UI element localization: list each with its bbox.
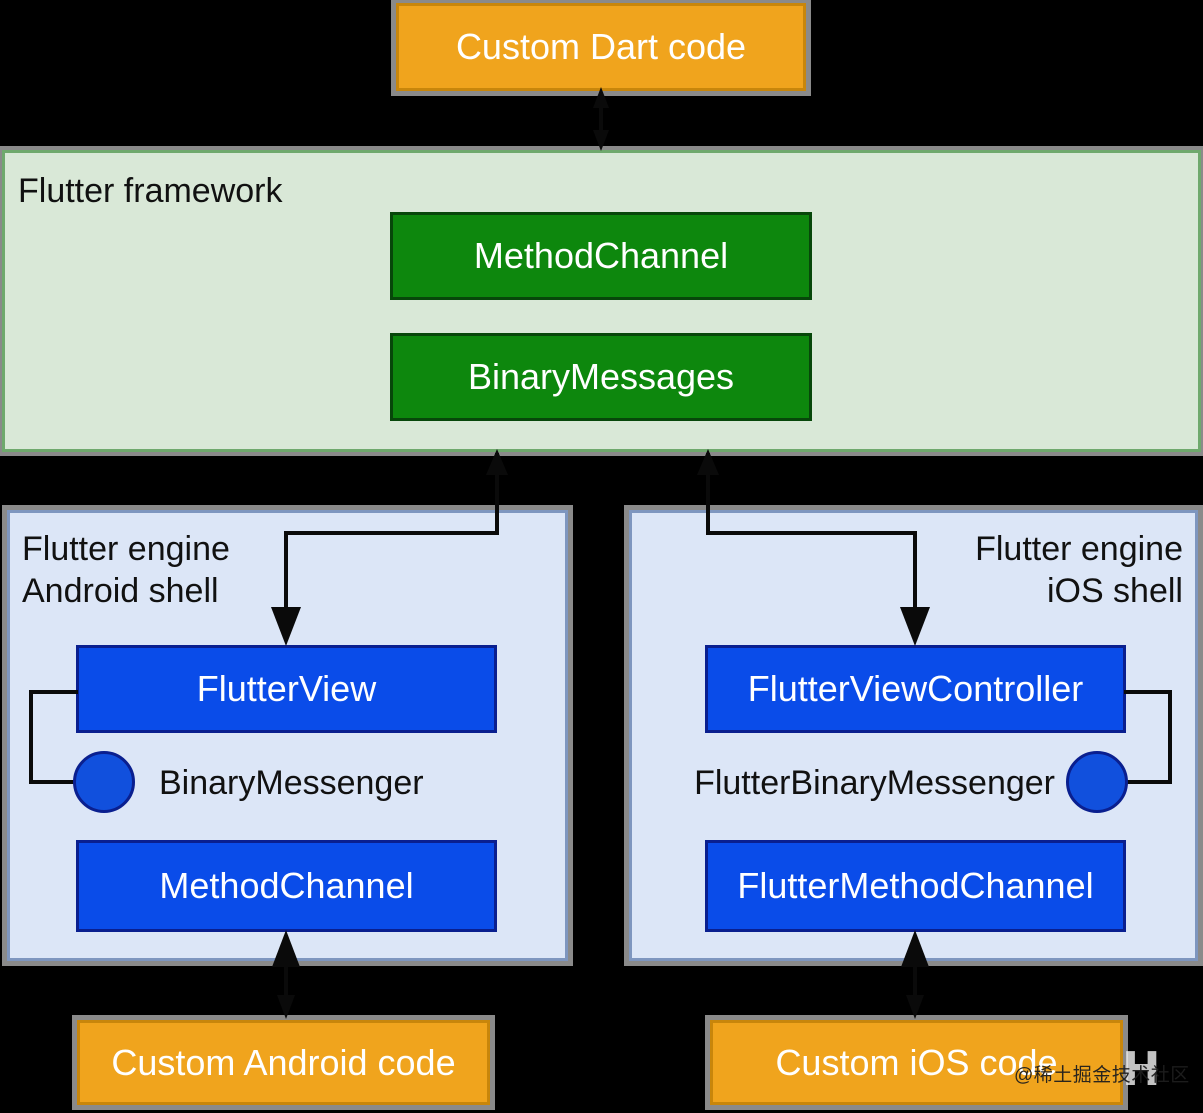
watermark-text: @稀土掘金技术社区 bbox=[1014, 1065, 1190, 1086]
juejin-logo-icon: H bbox=[1122, 1042, 1161, 1096]
arrowhead-down-customios bbox=[906, 995, 924, 1019]
custom-dart-code-label: Custom Dart code bbox=[455, 26, 747, 67]
arrowhead-down-framework bbox=[593, 130, 609, 151]
methodchannel-android-box: MethodChannel bbox=[76, 840, 497, 932]
binarymessenger-label: BinaryMessenger bbox=[159, 764, 424, 802]
arrowhead-down-customandroid bbox=[277, 995, 295, 1019]
binarymessages-box: BinaryMessages bbox=[390, 333, 812, 421]
custom-dart-code-box: Custom Dart code bbox=[396, 3, 806, 91]
flutterview-label: FlutterView bbox=[196, 668, 377, 709]
ios-shell-label: Flutter engine iOS shell bbox=[975, 528, 1183, 612]
arrowhead-up-framework-left bbox=[486, 449, 508, 475]
custom-ios-code-box: Custom iOS code bbox=[710, 1020, 1123, 1105]
ios-shell-label-line1: Flutter engine bbox=[975, 530, 1183, 568]
custom-ios-code-label: Custom iOS code bbox=[775, 1041, 1058, 1083]
android-shell-label-line1: Flutter engine bbox=[22, 530, 230, 568]
flutterview-box: FlutterView bbox=[76, 645, 497, 733]
android-shell-label-line2: Android shell bbox=[22, 572, 219, 610]
custom-android-code-label: Custom Android code bbox=[111, 1041, 456, 1083]
ios-shell-label-line2: iOS shell bbox=[1046, 572, 1183, 610]
binarymessages-label: BinaryMessages bbox=[467, 356, 735, 397]
flutterbinarymessenger-circle bbox=[1066, 751, 1128, 813]
android-shell-label: Flutter engine Android shell bbox=[22, 528, 230, 612]
binarymessenger-circle bbox=[73, 751, 135, 813]
methodchannel-dart-label: MethodChannel bbox=[473, 235, 729, 276]
custom-android-code-box: Custom Android code bbox=[77, 1020, 490, 1105]
methodchannel-dart-box: MethodChannel bbox=[390, 212, 812, 300]
flutterviewcontroller-label: FlutterViewController bbox=[747, 668, 1084, 709]
methodchannel-android-label: MethodChannel bbox=[159, 865, 414, 906]
arrowhead-up-framework-right bbox=[697, 449, 719, 475]
fluttermethodchannel-box: FlutterMethodChannel bbox=[705, 840, 1126, 932]
flutter-framework-label: Flutter framework bbox=[18, 172, 283, 210]
flutterbinarymessenger-label: FlutterBinaryMessenger bbox=[694, 764, 1055, 802]
fluttermethodchannel-label: FlutterMethodChannel bbox=[737, 865, 1094, 906]
flutterviewcontroller-box: FlutterViewController bbox=[705, 645, 1126, 733]
